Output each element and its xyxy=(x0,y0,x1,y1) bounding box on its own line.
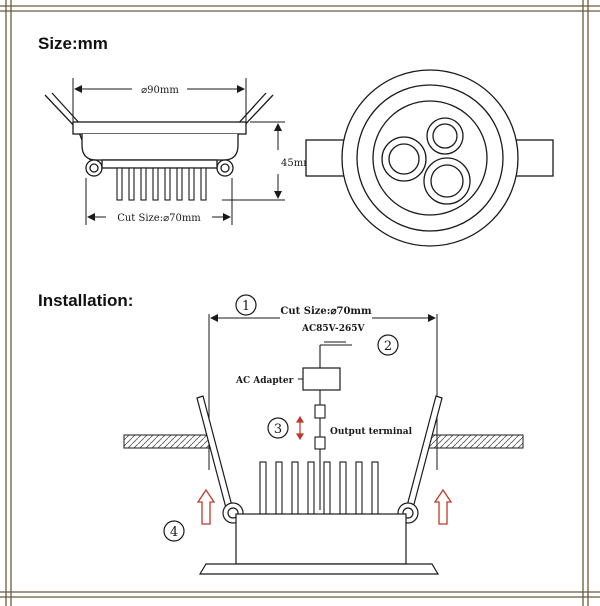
svg-text:1: 1 xyxy=(242,299,250,314)
ceiling-right xyxy=(425,434,524,449)
outer-diameter-label: ⌀90mm xyxy=(141,85,179,96)
size-heading: Size:mm xyxy=(38,34,108,53)
output-terminal-label: Output terminal xyxy=(330,427,413,437)
side-view-fins xyxy=(116,167,207,201)
step-marker-4: 4 xyxy=(163,520,185,542)
top-view xyxy=(305,69,554,247)
step-marker-3: 3 xyxy=(267,417,289,439)
power-wiring xyxy=(319,341,352,510)
install-cut-size-label: Cut Size:⌀70mm xyxy=(280,306,372,317)
dimension-outer-diameter xyxy=(72,78,247,122)
push-up-arrow-right-icon xyxy=(433,488,453,525)
svg-text:4: 4 xyxy=(170,525,178,540)
svg-text:3: 3 xyxy=(274,422,282,437)
ceiling-left xyxy=(123,434,213,449)
svg-text:2: 2 xyxy=(384,339,392,354)
ac-adapter-label: AC Adapter xyxy=(235,376,294,386)
install-fins xyxy=(259,461,379,515)
step-marker-2: 2 xyxy=(377,334,399,356)
step-marker-1: 1 xyxy=(235,294,257,316)
push-up-arrow-left-icon xyxy=(196,488,216,525)
side-view xyxy=(44,92,274,177)
height-label: 45mm xyxy=(281,158,313,169)
connect-arrow-icon xyxy=(295,415,305,441)
cut-size-label: Cut Size:⌀70mm xyxy=(117,213,201,224)
dimension-height xyxy=(222,121,285,201)
dimension-cut-size xyxy=(85,178,233,225)
voltage-label: AC85V-265V xyxy=(301,324,366,334)
connector-top xyxy=(314,404,326,419)
installation-heading: Installation: xyxy=(38,291,134,310)
connector-bottom xyxy=(314,436,326,450)
ac-adapter-box xyxy=(302,367,341,391)
install-lamp-body xyxy=(198,513,440,575)
